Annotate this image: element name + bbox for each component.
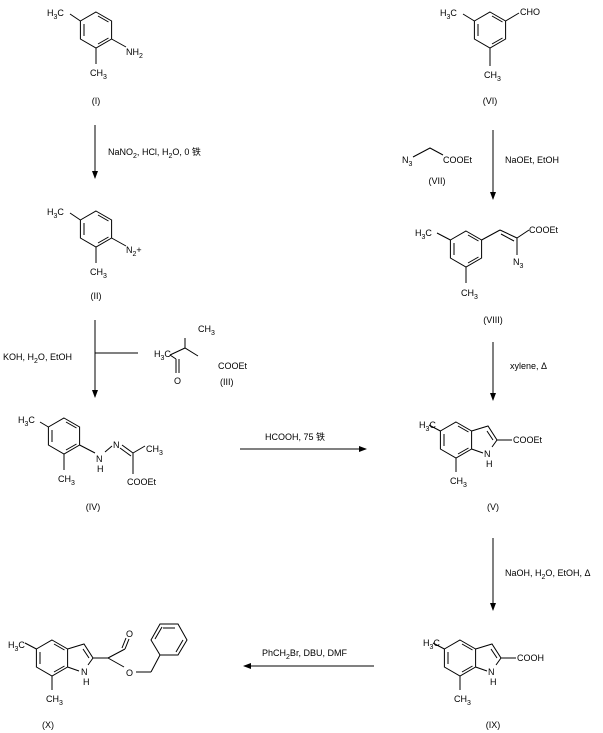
- compound-VI: H3C CHO CH3 (VI): [440, 7, 540, 106]
- compound-X: H3C CH3 N H O O (X): [8, 623, 188, 730]
- compound-VII: N3 COOEt (VII): [402, 147, 473, 186]
- compound-I: H3C NH2 CH3 (I): [47, 8, 143, 106]
- indole-h-label: H: [490, 677, 497, 687]
- methyl-label: H3C: [47, 207, 64, 220]
- compound-II: H3C N2+ CH3 (II): [47, 207, 142, 301]
- methyl-label: CH3: [46, 694, 63, 707]
- indole-h-label: H: [83, 677, 90, 687]
- methyl-label: CH3: [146, 444, 163, 457]
- indole-n-label: N: [484, 449, 491, 459]
- compound-label: (III): [220, 377, 234, 387]
- indole-h-label: H: [486, 459, 493, 469]
- aldehyde-label: CHO: [520, 7, 540, 17]
- compound-label: (VII): [429, 176, 446, 186]
- compound-V: H3C CH3 N H COOEt (V): [419, 420, 543, 512]
- amine-label: NH2: [126, 47, 143, 60]
- ester-label: COOEt: [218, 361, 248, 371]
- methyl-label: CH3: [484, 70, 501, 83]
- azide-label: N3: [402, 155, 413, 168]
- compound-label: (II): [91, 291, 102, 301]
- methyl-label: H3C: [423, 638, 440, 651]
- ester-label: COOEt: [443, 155, 473, 165]
- compound-label: (VIII): [483, 315, 503, 325]
- azide-label: N3: [513, 257, 524, 270]
- compound-label: (IV): [86, 502, 101, 512]
- reagent-label: NaOH, H2O, EtOH, Δ: [505, 568, 590, 581]
- reagent-label: xylene, Δ: [510, 361, 547, 371]
- reagent-label: NaOEt, EtOH: [505, 155, 559, 165]
- imine-n-label: N: [113, 440, 120, 450]
- methyl-label: CH3: [454, 694, 471, 707]
- methyl-label: H3C: [440, 8, 457, 21]
- oxygen-label: O: [174, 376, 181, 386]
- methyl-label: CH3: [461, 288, 478, 301]
- methyl-label: CH3: [58, 474, 75, 487]
- compound-VIII: H3C CH3 COOEt N3 (VIII): [415, 225, 559, 325]
- compound-IV: H3C CH3 N H N CH3 COOEt (IV): [18, 415, 163, 512]
- compound-III: H3C CH3 O COOEt (III): [154, 324, 248, 387]
- indole-n-label: N: [488, 667, 495, 677]
- methyl-label: H3C: [154, 349, 171, 362]
- methyl-label: H3C: [8, 640, 25, 653]
- methyl-label: CH3: [90, 267, 107, 280]
- methyl-label: CH3: [450, 476, 467, 489]
- compound-label: (I): [92, 96, 101, 106]
- compound-label: (IX): [486, 720, 501, 730]
- compound-label: (V): [487, 502, 499, 512]
- reagent-label: HCOOH, 75 铁: [265, 431, 325, 442]
- ester-o-label: O: [126, 668, 133, 678]
- reagent-label: NaNO2, HCl, H2O, 0 铁: [108, 146, 201, 160]
- indole-n-label: N: [81, 667, 88, 677]
- ester-label: COOEt: [513, 435, 543, 445]
- compound-label: (X): [42, 720, 54, 730]
- compound-IX: H3C CH3 N H COOH (IX): [423, 638, 544, 730]
- methyl-label: CH3: [90, 68, 107, 81]
- acid-label: COOH: [517, 653, 544, 663]
- methyl-label: H3C: [18, 415, 35, 428]
- compound-label: (VI): [483, 96, 498, 106]
- methyl-label: CH3: [198, 324, 215, 337]
- nh-n-label: N: [96, 454, 103, 464]
- ester-label: COOEt: [127, 477, 157, 487]
- carbonyl-o-label: O: [126, 629, 133, 639]
- ester-label: COOEt: [529, 225, 559, 235]
- nh-h-label: H: [97, 464, 104, 474]
- methyl-label: H3C: [47, 8, 64, 21]
- reagent-label: PhCH2Br, DBU, DMF: [262, 648, 347, 661]
- methyl-label: H3C: [415, 228, 432, 241]
- diazonium-label: N2+: [126, 245, 142, 258]
- reagent-label: KOH, H2O, EtOH: [3, 352, 72, 365]
- methyl-label: H3C: [419, 420, 436, 433]
